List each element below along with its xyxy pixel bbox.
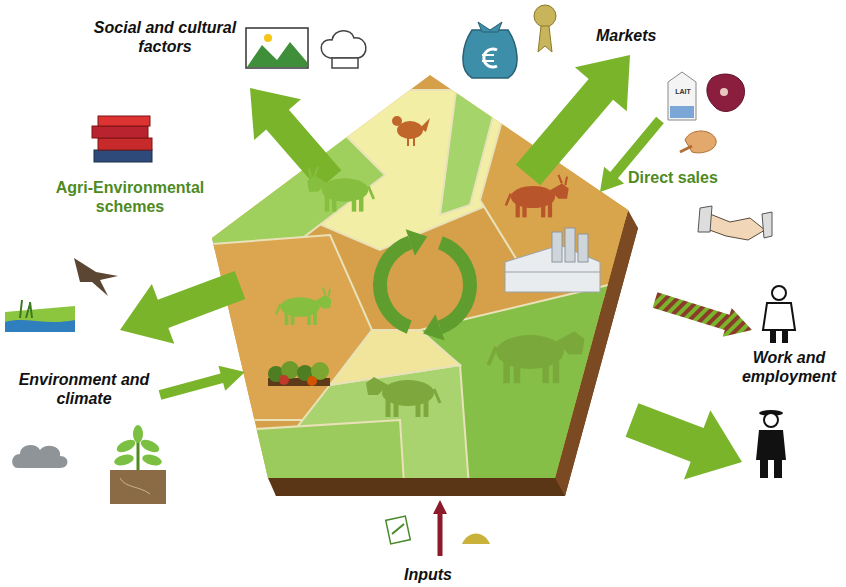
factor-label: Work and employment	[736, 348, 842, 386]
factor-label: Social and cultural factors	[90, 18, 240, 56]
flow-arrow	[433, 500, 447, 556]
factor-label: Markets	[596, 26, 676, 45]
cycle-arrows	[373, 229, 477, 340]
flow-arrow	[159, 366, 245, 400]
chicken-figure	[392, 116, 430, 146]
flow-arrow	[516, 55, 630, 185]
animal-figure	[488, 331, 584, 383]
animal-figure	[307, 167, 374, 212]
factor-label: Environment and climate	[8, 370, 160, 408]
flow-arrow	[250, 88, 341, 190]
carton-text: LAIT	[671, 88, 695, 96]
factor-label: Inputs	[380, 565, 476, 584]
animal-figure	[506, 175, 569, 218]
animal-figure	[366, 377, 440, 417]
flow-arrow	[626, 403, 742, 479]
flow-label: Direct sales	[628, 168, 738, 187]
flow-arrow	[120, 271, 245, 344]
animal-figure	[276, 288, 332, 326]
flow-arrow	[653, 292, 752, 336]
factor-label: Agri-Environmental schemes	[40, 178, 220, 216]
